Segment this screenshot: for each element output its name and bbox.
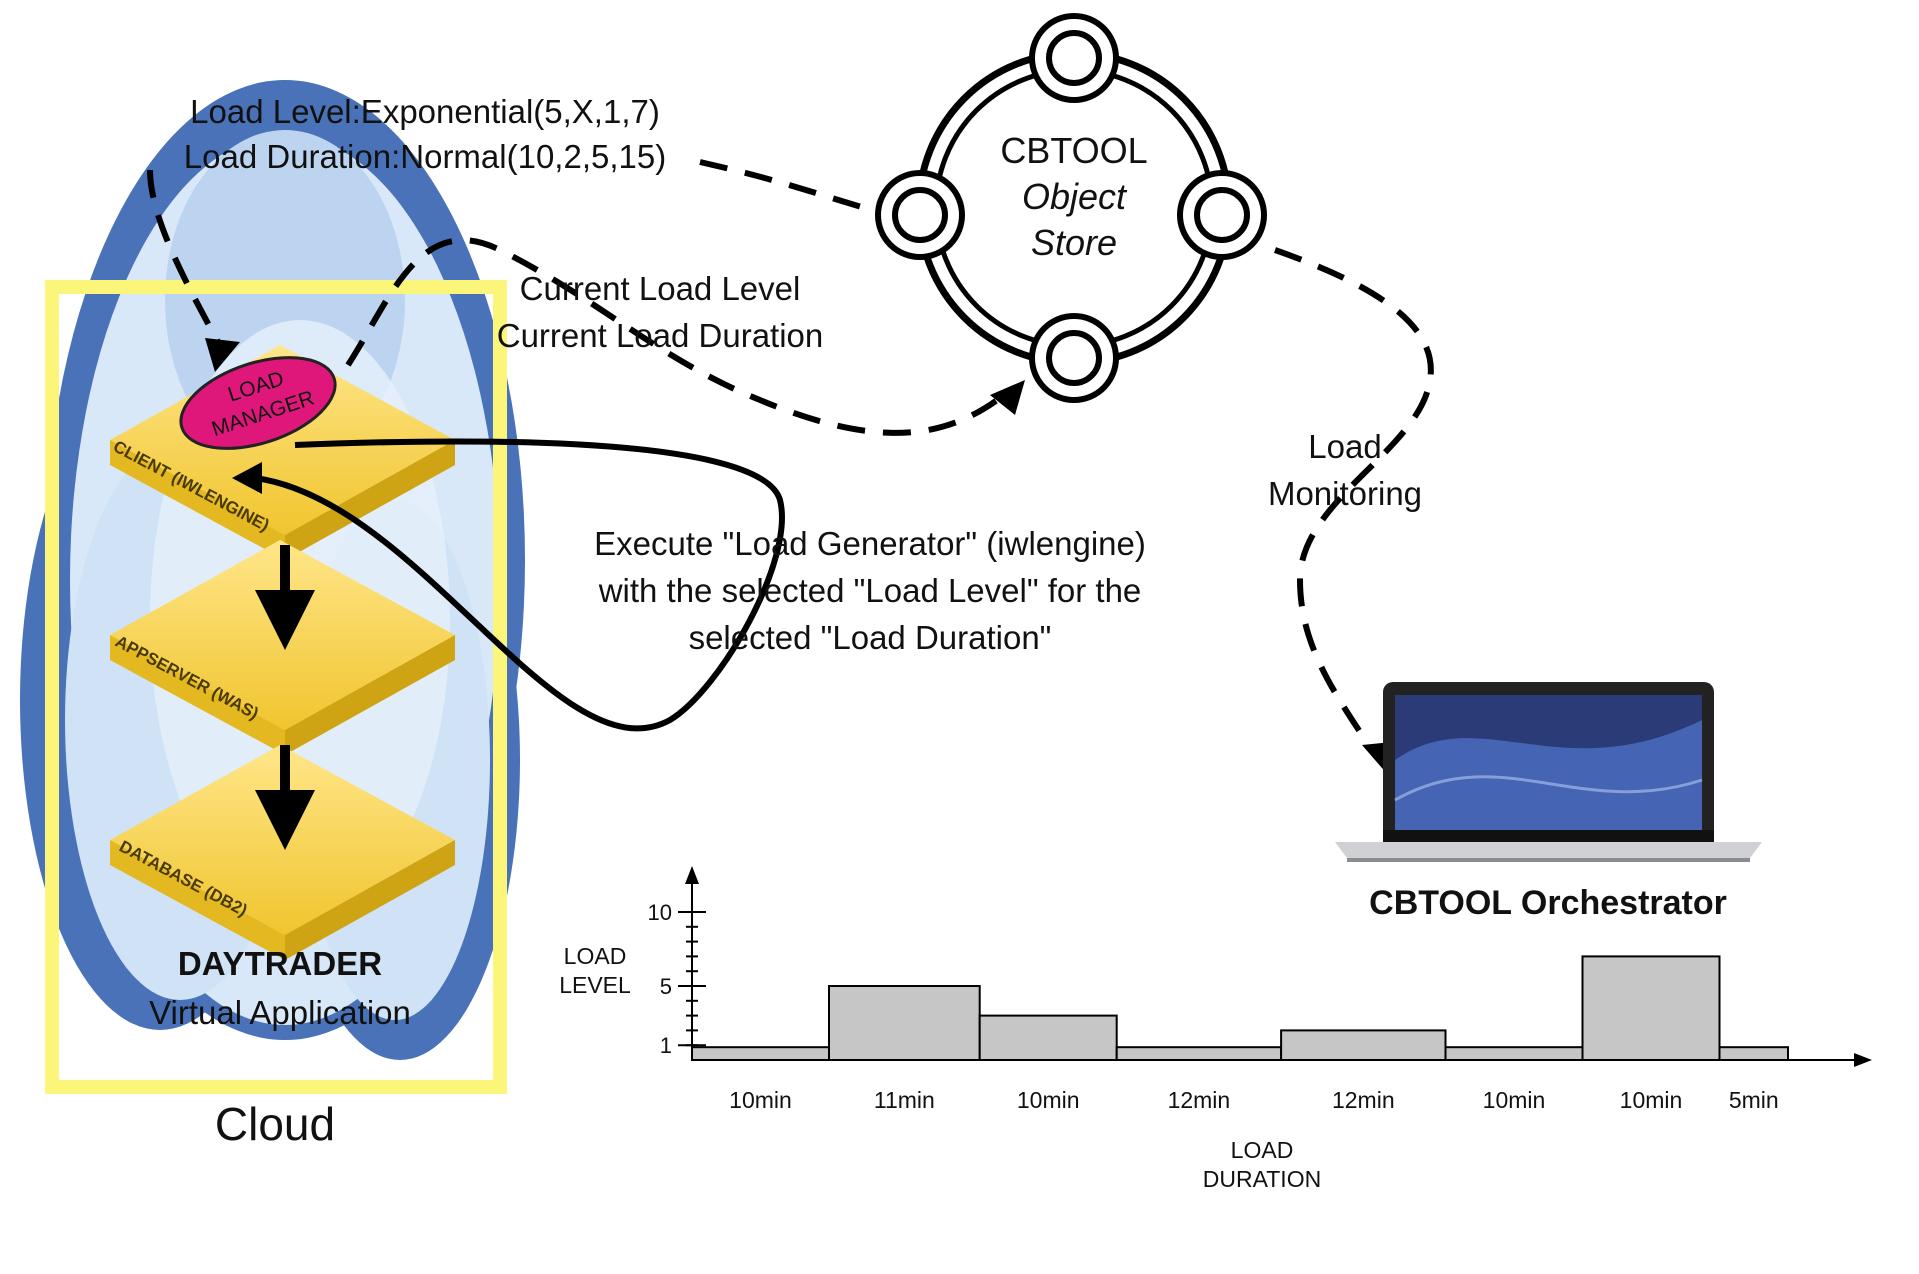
daytrader-highlight-box — [45, 280, 507, 1094]
store-arrowhead — [990, 380, 1025, 415]
chart-bar — [1115, 1046, 1283, 1061]
chart-bar — [1718, 1046, 1789, 1061]
laptop-icon — [1335, 682, 1762, 862]
store-node-right — [1177, 170, 1267, 260]
x-tick-label: 10min — [1483, 1087, 1546, 1113]
chart-bar — [691, 1046, 830, 1061]
spec-to-store-dashed — [699, 159, 866, 211]
monitoring-line1: Load — [1308, 428, 1381, 465]
manager-to-store-dashed — [345, 237, 1012, 436]
chart-bar — [978, 1014, 1118, 1061]
x-tick-label: 12min — [1168, 1087, 1231, 1113]
chart-x-labels: 10min 11min 10min 12min 12min 10min 10min 5min — [729, 1087, 1779, 1113]
load-duration-spec: Load Duration:Normal(10,2,5,15) — [184, 138, 666, 175]
monitoring-line2: Monitoring — [1268, 475, 1422, 512]
chart-bar — [828, 985, 981, 1061]
app-subtitle: Virtual Application — [149, 994, 411, 1031]
store-node-left — [875, 170, 965, 260]
chart-xlabel-line2: DURATION — [1203, 1166, 1321, 1192]
chart-ylabel-line2: LEVEL — [559, 972, 631, 998]
chart-xlabel-line1: LOAD — [1231, 1137, 1294, 1163]
x-tick-label: 10min — [1620, 1087, 1683, 1113]
execute-line3: selected "Load Duration" — [689, 619, 1052, 656]
y-tick-label: 5 — [660, 974, 672, 999]
chart-ylabel-line1: LOAD — [564, 943, 627, 969]
x-tick-label: 10min — [1017, 1087, 1080, 1113]
store-line3: Store — [1031, 222, 1117, 263]
y-tick-label: 10 — [648, 900, 672, 925]
object-store: CBTOOL Object Store — [875, 13, 1267, 403]
spec-to-manager-dashed — [147, 169, 228, 357]
store-line1: CBTOOL — [1000, 130, 1147, 171]
chart-x-arrowhead — [1854, 1053, 1872, 1067]
x-tick-label: 11min — [874, 1087, 935, 1113]
execute-arrowhead — [232, 462, 262, 494]
chart-bar — [1581, 955, 1721, 1062]
app-name: DAYTRADER — [178, 945, 382, 982]
cloud-label: Cloud — [215, 1098, 335, 1150]
orchestrator-label: CBTOOL Orchestrator — [1369, 884, 1727, 922]
chart-bar — [1444, 1046, 1584, 1061]
execute-loop-curve — [254, 438, 785, 732]
store-to-orchestrator-dashed — [1274, 247, 1434, 757]
store-node-bottom — [1029, 313, 1119, 403]
chart-y-arrowhead — [685, 866, 699, 884]
spec-arrowhead — [205, 338, 240, 372]
current-load-level: Current Load Level — [520, 270, 801, 307]
load-level-spec: Load Level:Exponential(5,X,1,7) — [190, 93, 660, 130]
execute-line2: with the selected "Load Level" for the — [598, 572, 1142, 609]
y-tick-label: 1 — [660, 1033, 672, 1058]
x-tick-label: 10min — [729, 1087, 792, 1113]
execute-line1: Execute "Load Generator" (iwlengine) — [594, 525, 1146, 562]
x-tick-label: 12min — [1332, 1087, 1395, 1113]
current-load-duration: Current Load Duration — [497, 317, 824, 354]
store-line2: Object — [1022, 176, 1128, 217]
store-node-top — [1029, 13, 1119, 103]
x-tick-label: 5min — [1729, 1087, 1779, 1113]
chart-bars — [691, 955, 1789, 1062]
chart-bar — [1280, 1029, 1447, 1062]
